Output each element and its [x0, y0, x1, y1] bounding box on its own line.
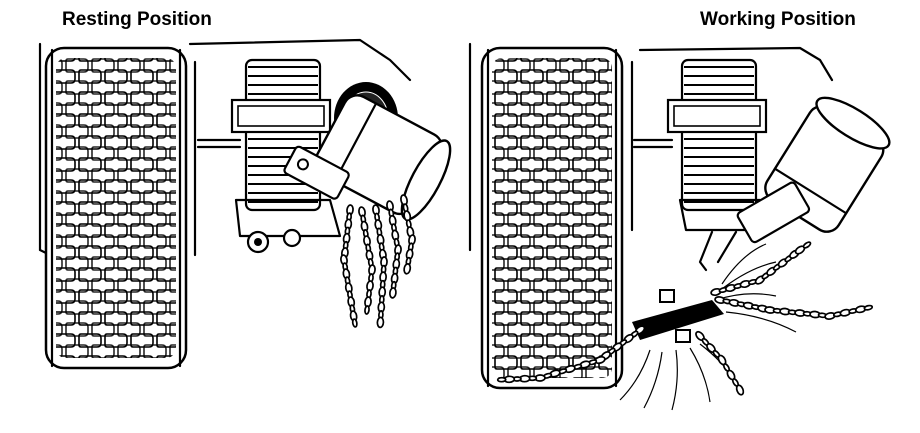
flying-chains — [496, 241, 874, 396]
chain-link — [735, 384, 745, 396]
chain-link — [364, 305, 370, 315]
resting-position-caption: Resting Position — [62, 9, 212, 30]
resting-panel — [38, 38, 452, 370]
chain-link — [351, 318, 358, 328]
chain-link — [403, 262, 412, 275]
hanging-chains — [340, 194, 416, 329]
spring-assembly-right — [666, 58, 772, 232]
chain-link — [389, 287, 397, 299]
chain-link — [496, 376, 507, 383]
chain-wheel-working — [632, 289, 724, 343]
chain-link — [376, 316, 385, 329]
tire-left — [44, 46, 188, 370]
chain-link — [802, 241, 812, 249]
motor-housing-resting — [283, 94, 452, 221]
working-position-caption: Working Position — [700, 9, 856, 30]
working-panel — [468, 42, 891, 411]
tire-right — [480, 46, 624, 390]
chain-link — [863, 304, 874, 311]
